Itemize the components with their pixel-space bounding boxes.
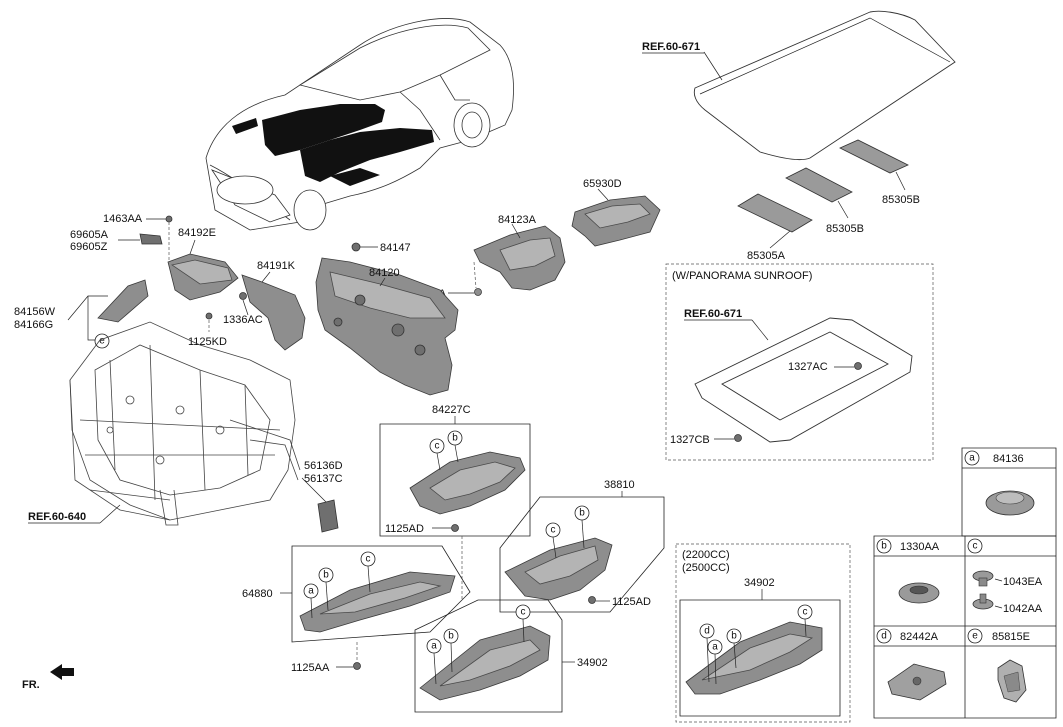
front-direction-indicator: FR.	[22, 664, 74, 691]
label-1327AC: 1327AC	[788, 361, 828, 373]
legend-a-letter: a	[969, 453, 975, 464]
label-85305B-2: 85305B	[826, 223, 864, 235]
label-69605A: 69605A	[70, 229, 109, 241]
cover-84227C-group: 84227C c b 1125AD	[379, 404, 531, 600]
label-84227C: 84227C	[432, 404, 471, 416]
callout-c-34902: c	[521, 607, 526, 618]
callout-c-84227C: c	[435, 441, 440, 452]
label-1327CB: 1327CB	[670, 434, 710, 446]
front-arrow-icon	[50, 664, 74, 680]
label-1463AA: 1463AA	[103, 213, 143, 225]
legend-b-part: 1330AA	[900, 541, 940, 553]
label-69605Z: 69605Z	[70, 241, 108, 253]
label-84147: 84147	[380, 242, 411, 254]
label-85305B-1: 85305B	[882, 194, 920, 206]
callout-b-variant: b	[731, 631, 737, 642]
label-1125AD-1: 1125AD	[385, 523, 424, 535]
label-56136D: 56136D	[304, 460, 343, 472]
ref-60-640-label: REF.60-640	[28, 511, 86, 523]
vehicle-illustration	[205, 18, 514, 231]
label-2200cc: (2200CC)	[682, 549, 730, 561]
label-2500cc: (2500CC)	[682, 562, 730, 574]
engine-variant-group: (2200CC) (2500CC) 34902 d a b c	[675, 543, 851, 723]
label-34902-2: 34902	[744, 577, 775, 589]
callout-c-64880: c	[366, 554, 371, 565]
label-84191K: 84191K	[257, 260, 296, 272]
legend-d-letter: d	[881, 631, 887, 642]
cover-64880-group: 64880 a b c 1125AA	[242, 545, 471, 674]
ref-60-671-pano-label: REF.60-671	[684, 308, 742, 320]
label-85305A: 85305A	[747, 250, 786, 262]
label-84120: 84120	[369, 267, 400, 279]
legend-c-part-2: 1042AA	[1003, 603, 1043, 615]
callout-b-34902: b	[448, 631, 454, 642]
callout-c-38810: c	[551, 525, 556, 536]
label-1125AA: 1125AA	[291, 662, 330, 674]
label-1336AC: 1336AC	[223, 314, 263, 326]
legend-c-part-1: 1043EA	[1003, 576, 1043, 588]
part-84156W	[97, 279, 149, 323]
label-84123A: 84123A	[498, 214, 537, 226]
fastener-legend: a 84136 b 1330AA c 1043EA 1042AA d 82442…	[873, 447, 1057, 719]
ref-60-671-label: REF.60-671	[642, 41, 700, 53]
label-65930D: 65930D	[583, 178, 622, 190]
panorama-sunroof-group: (W/PANORAMA SUNROOF) REF.60-671 1327AC 1…	[665, 263, 934, 461]
label-64880: 64880	[242, 588, 273, 600]
cover-34902-group: a b c 34902	[414, 599, 608, 713]
left-components: 1463AA 69605A 69605Z 84192E 84191K 1336A…	[14, 213, 306, 351]
legend-a-part: 84136	[993, 453, 1024, 465]
insulator-group: 65930D 84123A 84145A	[408, 178, 661, 300]
part-84191K	[241, 274, 306, 351]
label-38810: 38810	[604, 479, 635, 491]
roof-panel	[693, 10, 956, 161]
legend-e-part: 85815E	[992, 631, 1030, 643]
label-56137C: 56137C	[304, 473, 343, 485]
dash-insulator-84120: 84120 84147	[315, 242, 459, 396]
legend-c-letter: c	[973, 541, 978, 552]
label-34902-1: 34902	[577, 657, 608, 669]
callout-a-64880: a	[308, 586, 314, 597]
panorama-title: (W/PANORAMA SUNROOF)	[672, 270, 812, 282]
callout-d-variant: d	[704, 626, 710, 637]
label-84192E: 84192E	[178, 227, 216, 239]
roof-pad-85305B-lower	[785, 167, 853, 203]
callout-c-variant: c	[803, 607, 808, 618]
callout-b-84227C: b	[452, 433, 458, 444]
label-84166G: 84166G	[14, 319, 53, 331]
callout-a-variant: a	[712, 642, 718, 653]
legend-d-part: 82442A	[900, 631, 939, 643]
legend-b-letter: b	[881, 541, 887, 552]
callout-b-38810: b	[579, 508, 585, 519]
fastener-1043EA-icon	[972, 570, 994, 587]
cover-38810-group: 38810 c b 1125AD	[499, 479, 665, 613]
fastener-1042AA-icon	[972, 593, 994, 610]
label-1125AD-2: 1125AD	[612, 596, 651, 608]
callout-a-34902: a	[431, 641, 437, 652]
roof-panel-group: REF.60-671 85305B 85305B 85305A	[642, 10, 956, 262]
roof-pad-85305B-upper	[839, 139, 909, 174]
callout-b-64880: b	[323, 570, 329, 581]
label-84156W: 84156W	[14, 306, 56, 318]
callout-e: e	[99, 336, 105, 347]
legend-e-letter: e	[972, 631, 978, 642]
label-1125KD: 1125KD	[188, 336, 227, 348]
front-structure: REF.60-640 56136D 56137C	[28, 321, 343, 533]
roof-pad-85305A	[737, 193, 813, 233]
fr-label: FR.	[22, 679, 40, 691]
